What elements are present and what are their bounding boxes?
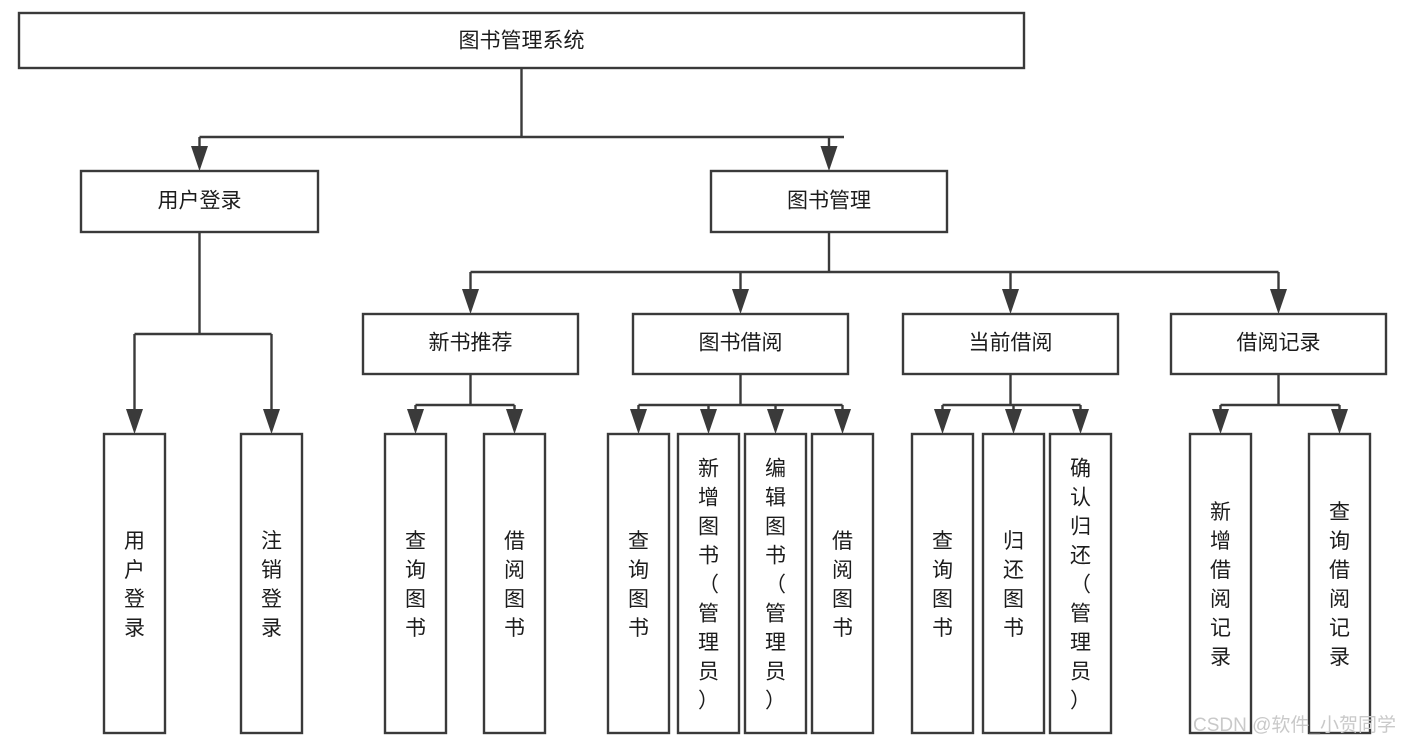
node-leaf-add-borrow-record-box[interactable] <box>1188 432 1253 735</box>
node-borrow-record[interactable]: 借阅记录 <box>1169 312 1388 376</box>
node-leaf-query-book-recommend-label: 查询图书 <box>405 530 426 640</box>
node-book-borrow-label: 图书借阅 <box>699 332 783 355</box>
node-user-login[interactable]: 用户登录 <box>79 169 320 234</box>
arrowhead-user-login <box>191 146 208 171</box>
node-leaf-borrow-book-recommend[interactable]: 借阅图书 <box>482 432 547 735</box>
node-leaf-query-book-borrow-box[interactable] <box>606 432 671 735</box>
node-leaf-edit-book-box[interactable] <box>743 432 808 735</box>
arrowhead-leaf-add-borrow-record <box>1212 409 1229 434</box>
connector-layer <box>126 68 1348 434</box>
arrowhead-book-borrow <box>732 289 749 314</box>
node-leaf-query-book-current-box[interactable] <box>910 432 975 735</box>
arrowhead-leaf-return-book <box>1005 409 1022 434</box>
node-leaf-edit-book[interactable]: 编辑图书（管理员） <box>743 432 808 735</box>
node-root[interactable]: 图书管理系统 <box>17 11 1026 70</box>
node-leaf-borrow-book[interactable]: 借阅图书 <box>810 432 875 735</box>
node-leaf-edit-book-label: 编辑图书（管理员） <box>765 458 786 713</box>
node-leaf-return-book[interactable]: 归还图书 <box>981 432 1046 735</box>
arrowhead-new-book-recommend <box>462 289 479 314</box>
node-leaf-user-login-box[interactable] <box>102 432 167 735</box>
node-leaf-query-borrow-record-label: 查询借阅记录 <box>1329 501 1350 669</box>
node-book-management-box[interactable] <box>709 169 949 234</box>
node-current-borrow-label: 当前借阅 <box>969 332 1053 355</box>
arrowhead-leaf-borrow-book <box>834 409 851 434</box>
node-leaf-add-book-label: 新增图书（管理员） <box>698 458 719 713</box>
node-leaf-query-book-current[interactable]: 查询图书 <box>910 432 975 735</box>
arrowhead-leaf-query-book-borrow <box>630 409 647 434</box>
node-leaf-confirm-return-box[interactable] <box>1048 432 1113 735</box>
node-leaf-query-book-recommend[interactable]: 查询图书 <box>383 432 448 735</box>
node-leaf-return-book-label: 归还图书 <box>1003 530 1024 640</box>
node-current-borrow[interactable]: 当前借阅 <box>901 312 1120 376</box>
node-user-login-label: 用户登录 <box>158 190 242 213</box>
arrowhead-leaf-query-book-current <box>934 409 951 434</box>
node-current-borrow-box[interactable] <box>901 312 1120 376</box>
node-root-box[interactable] <box>17 11 1026 70</box>
node-new-book-recommend[interactable]: 新书推荐 <box>361 312 580 376</box>
node-leaf-user-logout-box[interactable] <box>239 432 304 735</box>
node-leaf-query-book-borrow[interactable]: 查询图书 <box>606 432 671 735</box>
arrowhead-leaf-edit-book <box>767 409 784 434</box>
node-book-borrow-box[interactable] <box>631 312 850 376</box>
node-leaf-return-book-box[interactable] <box>981 432 1046 735</box>
node-leaf-add-borrow-record[interactable]: 新增借阅记录 <box>1188 432 1253 735</box>
node-book-management[interactable]: 图书管理 <box>709 169 949 234</box>
arrowhead-leaf-query-book-recommend <box>407 409 424 434</box>
node-leaf-add-book[interactable]: 新增图书（管理员） <box>676 432 741 735</box>
arrowhead-borrow-record <box>1270 289 1287 314</box>
node-leaf-add-borrow-record-label: 新增借阅记录 <box>1210 501 1231 669</box>
node-leaf-query-borrow-record[interactable]: 查询借阅记录 <box>1307 432 1372 735</box>
arrowhead-current-borrow <box>1002 289 1019 314</box>
node-leaf-borrow-book-box[interactable] <box>810 432 875 735</box>
arrowhead-leaf-query-borrow-record <box>1331 409 1348 434</box>
node-leaf-query-book-current-label: 查询图书 <box>932 530 953 640</box>
node-leaf-borrow-book-label: 借阅图书 <box>832 530 853 640</box>
arrowhead-leaf-borrow-book-recommend <box>506 409 523 434</box>
arrowhead-book-management <box>820 146 838 171</box>
node-leaf-borrow-book-recommend-label: 借阅图书 <box>504 530 525 640</box>
node-new-book-recommend-box[interactable] <box>361 312 580 376</box>
arrowhead-leaf-add-book <box>700 409 717 434</box>
node-leaf-add-book-box[interactable] <box>676 432 741 735</box>
arrowhead-leaf-confirm-return <box>1072 409 1089 434</box>
arrowhead-leaf-user-login <box>126 409 143 434</box>
node-leaf-query-book-borrow-label: 查询图书 <box>628 530 649 640</box>
arrowhead-leaf-user-logout <box>263 409 280 434</box>
node-new-book-recommend-label: 新书推荐 <box>429 332 513 355</box>
node-leaf-query-borrow-record-box[interactable] <box>1307 432 1372 735</box>
node-leaf-user-login-label: 用户登录 <box>124 530 145 640</box>
node-borrow-record-box[interactable] <box>1169 312 1388 376</box>
node-book-borrow[interactable]: 图书借阅 <box>631 312 850 376</box>
node-leaf-confirm-return-label: 确认归还（管理员） <box>1070 458 1091 713</box>
node-leaf-user-login[interactable]: 用户登录 <box>102 432 167 735</box>
node-book-management-label: 图书管理 <box>787 190 871 213</box>
node-leaf-user-logout-label: 注销登录 <box>261 530 282 640</box>
node-root-label: 图书管理系统 <box>459 30 585 53</box>
node-leaf-query-book-recommend-box[interactable] <box>383 432 448 735</box>
watermark-label: CSDN @软件_小贺同学 <box>1193 714 1396 736</box>
node-leaf-confirm-return[interactable]: 确认归还（管理员） <box>1048 432 1113 735</box>
node-leaf-user-logout[interactable]: 注销登录 <box>239 432 304 735</box>
node-leaf-borrow-book-recommend-box[interactable] <box>482 432 547 735</box>
node-user-login-box[interactable] <box>79 169 320 234</box>
node-borrow-record-label: 借阅记录 <box>1237 332 1321 355</box>
